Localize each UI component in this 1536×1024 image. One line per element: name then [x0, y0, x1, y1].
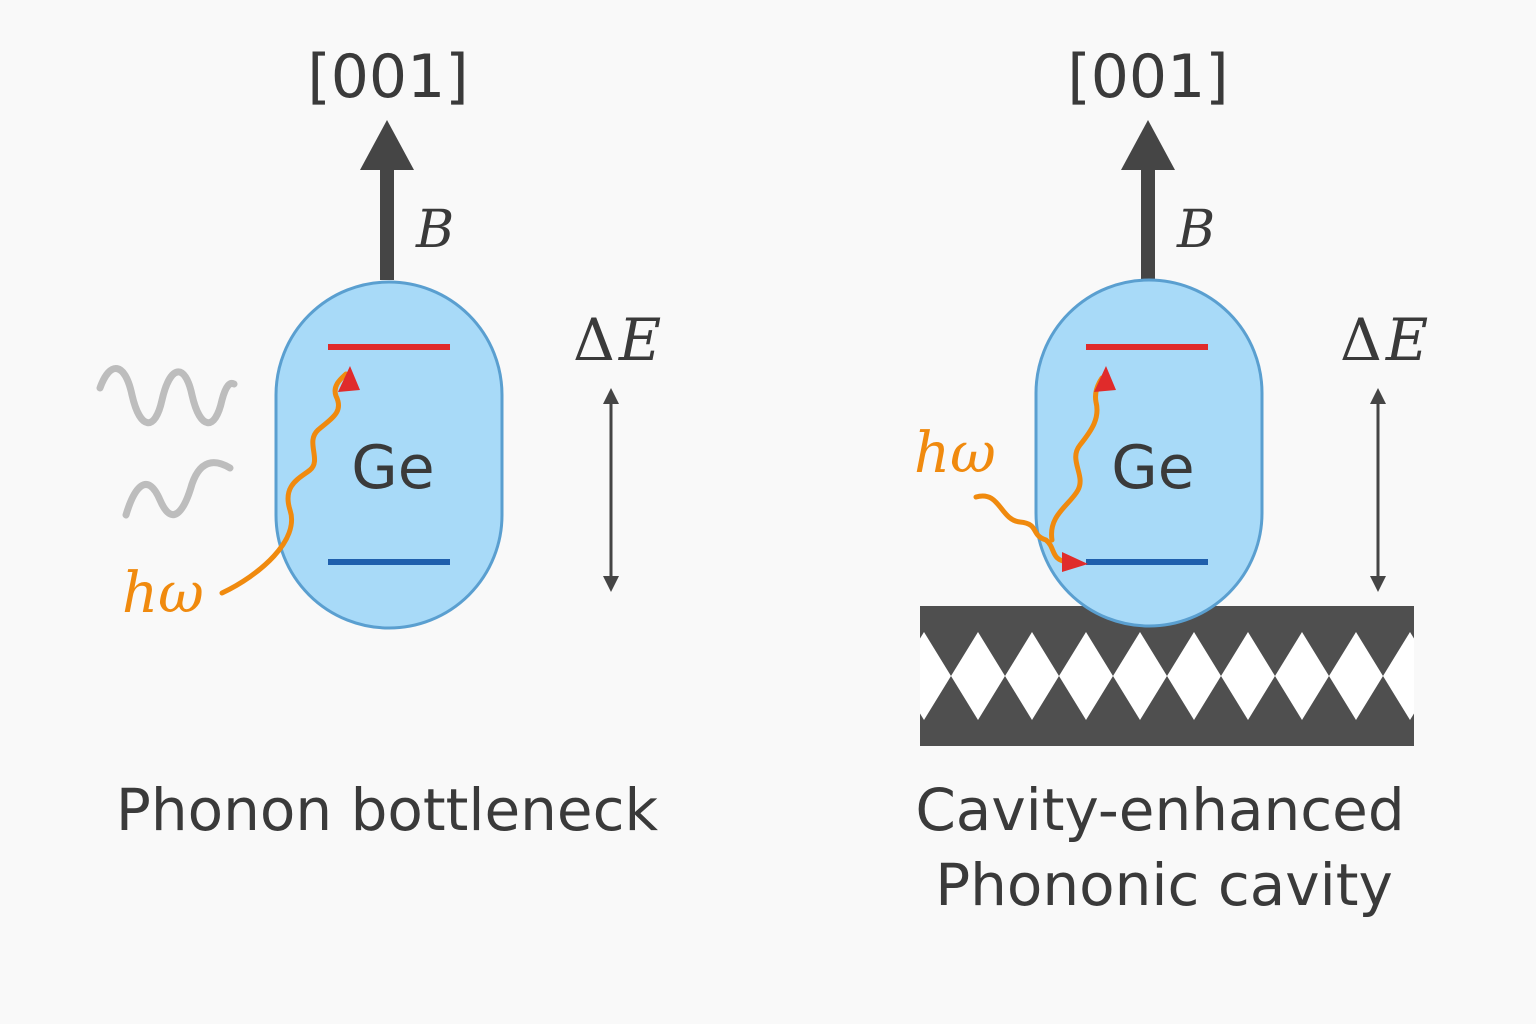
arrow-head-icon — [360, 120, 414, 170]
arrow-shaft — [1141, 160, 1155, 280]
material-label: Ge — [351, 433, 434, 503]
cavity-diamond — [920, 632, 951, 720]
panel-phonon-bottleneck: [001] B Ge hω ΔE Phono — [96, 42, 661, 844]
phonon-energy-label: hω — [914, 421, 996, 486]
cavity-diamond — [1167, 632, 1221, 720]
energy-splitting-label: ΔE — [573, 306, 661, 374]
field-label: B — [1176, 200, 1215, 260]
energy-splitting-label: ΔE — [1340, 306, 1428, 374]
field-label: B — [415, 200, 454, 260]
phononic-cavity-crystal — [920, 606, 1414, 746]
panel-caption: Phonon bottleneck — [116, 776, 659, 844]
phonon-wavy-path-emitted — [1049, 375, 1105, 543]
energy-double-arrow-icon — [603, 388, 619, 592]
delta-symbol: Δ — [573, 306, 615, 374]
arrow-head-icon — [1121, 120, 1175, 170]
material-label: Ge — [1111, 433, 1194, 503]
panel-cavity-enhanced: [001] B Ge hω ΔE — [914, 42, 1428, 919]
phonon-arrowhead-icon — [338, 366, 360, 392]
panel-caption-second-line: Phononic cavity — [935, 851, 1393, 919]
phonon-wavy-path — [219, 371, 349, 596]
thermal-wave-icon — [122, 459, 234, 519]
ge-quantum-dot — [274, 280, 504, 630]
cavity-diamond — [1221, 632, 1275, 720]
cavity-diamond — [1059, 632, 1113, 720]
cavity-diamond — [1275, 632, 1329, 720]
cavity-diamond — [951, 632, 1005, 720]
phonon-h-symbol: h — [122, 561, 158, 626]
arrow-shaft — [380, 160, 394, 280]
phonon-arrowhead-icon — [1062, 552, 1088, 572]
direction-label: [001] — [1067, 42, 1228, 112]
ge-quantum-dot — [1034, 278, 1264, 628]
energy-symbol: E — [618, 306, 661, 374]
cavity-diamond — [1383, 632, 1414, 720]
phonon-omega-symbol: ω — [158, 561, 204, 626]
phonon-omega-symbol: ω — [950, 421, 996, 486]
cavity-diamond — [1005, 632, 1059, 720]
delta-symbol: Δ — [1340, 306, 1382, 374]
magnetic-field-arrow — [1121, 120, 1175, 280]
energy-symbol: E — [1385, 306, 1428, 374]
cavity-diamond — [1113, 632, 1167, 720]
cavity-diamond — [1329, 632, 1383, 720]
phonon-arrowhead-icon — [1094, 366, 1116, 392]
cavity-diamond-pattern — [920, 632, 1414, 720]
thermal-wave-icon — [96, 365, 238, 427]
direction-label: [001] — [307, 42, 468, 112]
magnetic-field-arrow — [360, 120, 414, 280]
phonon-h-symbol: h — [914, 421, 950, 486]
phonon-energy-label: hω — [122, 561, 204, 626]
energy-double-arrow-icon — [1370, 388, 1386, 592]
phonon-wavy-path — [973, 493, 1071, 565]
panel-caption: Cavity-enhanced — [915, 776, 1404, 844]
